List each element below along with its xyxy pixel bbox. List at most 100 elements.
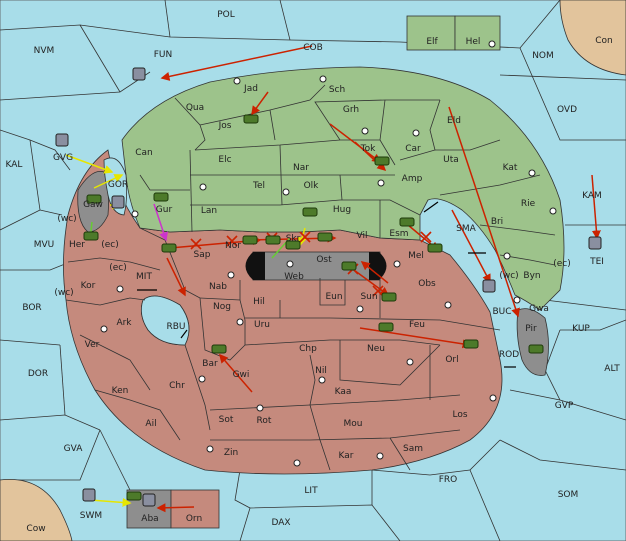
region-orn[interactable] xyxy=(170,489,220,529)
region-label-gor: GOR xyxy=(108,180,128,190)
region-label-gur: Gur xyxy=(156,205,173,215)
region-label-sap: Sap xyxy=(194,250,211,260)
army-unit xyxy=(302,207,318,217)
region-label-sam: Sam xyxy=(403,444,423,454)
region-label-esm: Esm xyxy=(389,229,408,239)
region-label-jos: Jos xyxy=(218,121,232,131)
region-label-mel: Mel xyxy=(408,251,424,261)
region-label-gvg: GVG xyxy=(53,153,73,163)
army-unit xyxy=(285,240,301,250)
region-label-ec1: (ec) xyxy=(101,240,119,250)
region-label-ec2: (ec) xyxy=(109,263,127,273)
region-label-hug: Hug xyxy=(333,205,351,215)
canal-west xyxy=(245,252,265,280)
army-unit xyxy=(528,344,544,354)
supply-centers xyxy=(100,40,557,467)
army-unit xyxy=(153,192,169,202)
region-pir[interactable] xyxy=(516,308,549,376)
region-label-hel: Hel xyxy=(466,37,481,47)
region-label-rod: ROD xyxy=(499,350,519,360)
region-label-nvm: NVM xyxy=(34,46,55,56)
army-unit xyxy=(378,322,394,332)
region-label-gaw: Gaw xyxy=(83,200,103,210)
region-label-chr: Chr xyxy=(169,381,185,391)
region-label-elc: Elc xyxy=(218,155,231,165)
region-label-ec3: (ec) xyxy=(553,259,571,269)
region-label-cow: Cow xyxy=(26,524,45,534)
region-label-kat: Kat xyxy=(503,163,518,173)
region-label-tok: Tok xyxy=(360,144,376,154)
region-label-ail: Ail xyxy=(145,419,156,429)
region-label-buc: BUC xyxy=(492,307,511,317)
region-label-car: Car xyxy=(405,144,421,154)
region-label-rbu: RBU xyxy=(166,322,185,332)
region-label-feu: Feu xyxy=(409,320,425,330)
army-unit xyxy=(265,235,281,245)
region-label-rie: Rie xyxy=(521,199,536,209)
region-label-nab: Nab xyxy=(209,282,227,292)
army-unit xyxy=(399,217,415,227)
region-label-wc2: (wc) xyxy=(499,271,518,281)
region-label-uru: Uru xyxy=(254,320,270,330)
region-label-alt: ALT xyxy=(604,364,620,374)
region-label-nil: Nil xyxy=(315,366,327,376)
region-label-jad: Jad xyxy=(243,84,258,94)
army-unit xyxy=(317,232,333,242)
region-cow[interactable] xyxy=(0,478,73,541)
region-label-obs: Obs xyxy=(418,279,436,289)
region-label-kaa: Kaa xyxy=(335,387,352,397)
region-label-wc3: (wc) xyxy=(54,288,73,298)
fleet-unit xyxy=(111,195,125,209)
region-label-pol: POL xyxy=(217,10,235,20)
region-label-uta: Uta xyxy=(443,155,459,165)
region-label-aba: Aba xyxy=(141,514,158,524)
region-label-sun: Sun xyxy=(360,292,377,302)
region-con[interactable] xyxy=(559,0,626,76)
army-unit xyxy=(341,261,357,271)
green-landmass[interactable] xyxy=(121,66,565,311)
army-unit xyxy=(83,231,99,241)
region-label-kup: KUP xyxy=(572,324,590,334)
region-label-nog: Nog xyxy=(213,302,231,312)
units xyxy=(55,67,602,507)
region-label-amp: Amp xyxy=(402,174,423,184)
region-label-orn: Orn xyxy=(186,514,202,524)
region-label-zin: Zin xyxy=(224,448,238,458)
region-label-can: Can xyxy=(135,148,153,158)
region-label-web: Web xyxy=(284,272,304,282)
army-unit xyxy=(86,194,102,204)
fleet-unit xyxy=(588,236,602,250)
region-label-skr: Skr xyxy=(286,234,301,244)
region-label-kal: KAL xyxy=(6,160,23,170)
region-label-rot: Rot xyxy=(257,416,272,426)
region-label-eld: Eld xyxy=(447,116,461,126)
region-label-gva: GVA xyxy=(64,444,84,454)
region-label-gwa: Gwa xyxy=(529,304,549,314)
region-label-nor: Nor xyxy=(225,241,241,251)
region-label-bar: Bar xyxy=(202,359,218,369)
region-label-fun: FUN xyxy=(154,50,173,60)
region-label-mit: MIT xyxy=(136,272,152,282)
region-label-ver: Ver xyxy=(85,340,100,350)
region-label-fro: FRO xyxy=(439,475,458,485)
region-label-cob: COB xyxy=(303,43,323,53)
region-label-tel: Tel xyxy=(252,181,265,191)
region-label-sma: SMA xyxy=(456,224,476,234)
canal-east xyxy=(369,252,387,280)
region-label-ost: Ost xyxy=(316,255,332,265)
region-label-orl: Orl xyxy=(445,355,458,365)
region-label-elf: Elf xyxy=(426,37,438,47)
region-label-tei: TEI xyxy=(589,257,604,267)
army-unit xyxy=(463,339,479,349)
region-label-pir: Pir xyxy=(525,324,537,334)
region-label-kar: Kar xyxy=(339,451,354,461)
region-label-chp: Chp xyxy=(299,344,317,354)
army-unit xyxy=(374,156,390,166)
fleet-unit xyxy=(55,133,69,147)
region-label-qua: Qua xyxy=(186,103,204,113)
region-label-kam: KAM xyxy=(582,191,602,201)
region-label-ovd: OVD xyxy=(557,105,577,115)
region-label-wc1: (wc) xyxy=(57,214,76,224)
